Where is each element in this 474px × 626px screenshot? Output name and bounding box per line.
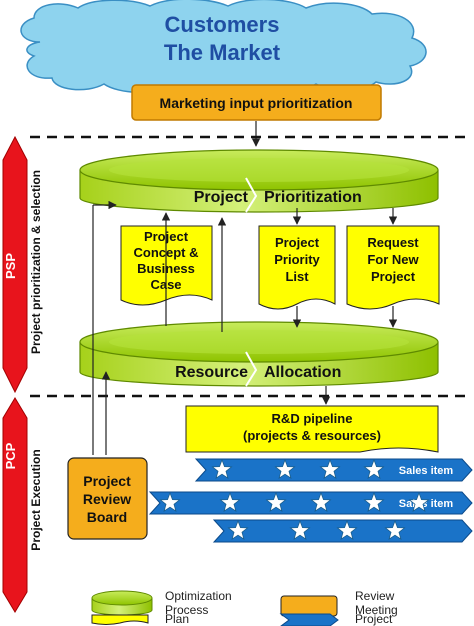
psp-description: Project prioritization & selection: [29, 170, 43, 354]
allocation-right-text: Allocation: [264, 364, 341, 381]
priority-line-3: List: [285, 269, 309, 284]
star-icon: [219, 491, 241, 513]
psp-label: PSP: [3, 253, 18, 279]
review-board-line-3: Board: [87, 509, 127, 525]
priority-line-1: Project: [275, 235, 320, 250]
pcp-description: Project Execution: [29, 449, 43, 550]
marketing-label: Marketing input prioritization: [160, 95, 353, 111]
legend: Optimization Process Review Meeting Plan…: [91, 589, 398, 626]
star-icon: [310, 491, 332, 513]
allocation-left-text: Resource: [175, 364, 248, 381]
prioritization-cylinder: [79, 149, 439, 213]
review-board-box: [67, 457, 148, 540]
marketing-box: [131, 84, 382, 121]
star-icon: [408, 491, 430, 513]
star-icon: [363, 458, 385, 480]
star-icon: [336, 519, 358, 541]
star-icon: [265, 491, 287, 513]
legend-review-line1: Review: [355, 589, 395, 603]
pcp-label: PCP: [3, 442, 18, 469]
request-line-1: Request: [367, 235, 419, 250]
legend-optimization-icon: [91, 590, 153, 616]
psp-phase-arrow: [2, 135, 28, 394]
request-line-2: For New: [367, 252, 419, 267]
legend-optimization-line2: Process: [165, 603, 208, 617]
star-icon: [211, 458, 233, 480]
prioritization-left-text: Project: [194, 189, 249, 206]
star-icon: [159, 491, 181, 513]
legend-plan-label: Plan: [165, 612, 189, 626]
legend-review-line2: Meeting: [355, 603, 398, 617]
pipeline-line-2: (projects & resources): [243, 428, 381, 443]
cloud-title-line1: Customers: [165, 12, 280, 37]
request-document: [346, 225, 440, 310]
priority-line-2: Priority: [274, 252, 320, 267]
pipeline-box: [185, 405, 439, 453]
request-line-3: Project: [371, 269, 416, 284]
prioritization-right-text: Prioritization: [264, 189, 362, 206]
legend-optimization-line1: Optimization: [165, 589, 232, 603]
star-icon: [289, 519, 311, 541]
star-icon: [384, 519, 406, 541]
pcp-phase-arrow: [2, 397, 28, 613]
legend-project-label: Project: [355, 612, 393, 626]
legend-project-icon: [279, 613, 339, 626]
star-icon: [319, 458, 341, 480]
pipeline-line-1: R&D pipeline: [272, 411, 353, 426]
star-icon: [363, 491, 385, 513]
customers-cloud: [20, 0, 427, 95]
project-arrow-1-label: Sales item: [399, 465, 454, 477]
legend-plan-icon: [91, 614, 149, 625]
review-board-line-2: Review: [83, 491, 131, 507]
review-board-line-1: Project: [83, 473, 131, 489]
project-stars: [159, 458, 430, 541]
star-icon: [227, 519, 249, 541]
priority-list-document: [258, 225, 336, 310]
star-icon: [274, 458, 296, 480]
allocation-cylinder: [79, 321, 439, 387]
legend-review-icon: [280, 595, 338, 617]
cloud-title-line2: The Market: [164, 40, 281, 65]
